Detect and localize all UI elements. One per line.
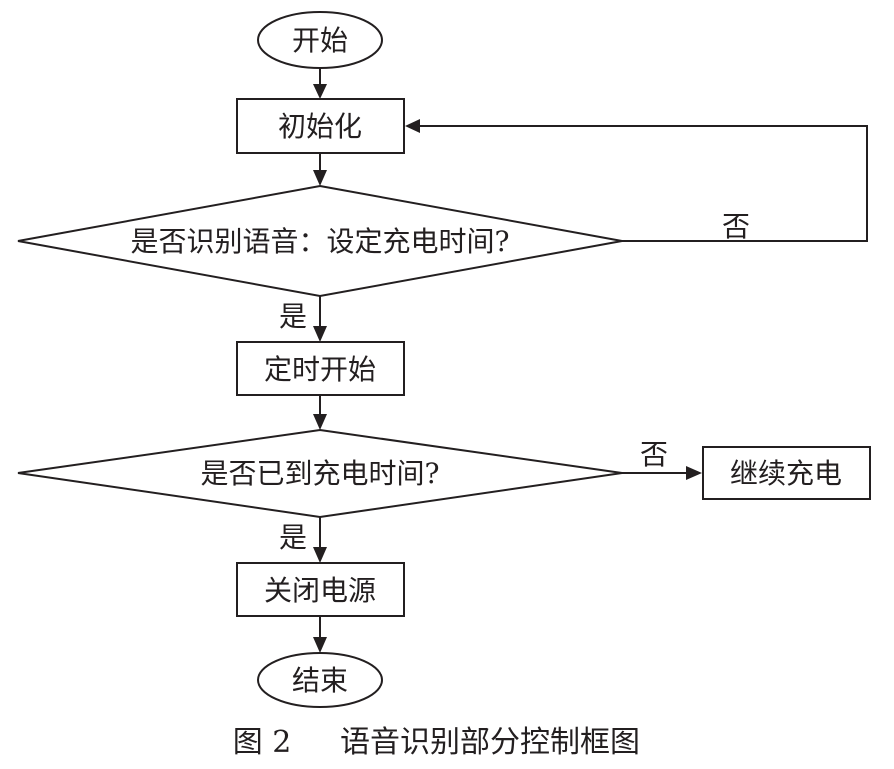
start-label: 开始 (292, 24, 348, 57)
decision1-yes-label: 是 (279, 300, 307, 333)
arrow-decision2-continue (686, 466, 702, 480)
decision-voice-recognition: 是否识别语音：设定充电时间? (17, 184, 623, 298)
decision-charge-time-label: 是否已到充电时间? (200, 457, 439, 490)
arrow-decision2-poweroff (313, 547, 327, 563)
decision-voice-recognition-label: 是否识别语音：设定充电时间? (130, 225, 509, 258)
power-off-process: 关闭电源 (236, 562, 405, 617)
arrow-loop-init (405, 119, 420, 133)
start-terminator: 开始 (257, 11, 383, 69)
init-process: 初始化 (236, 98, 405, 154)
end-terminator: 结束 (257, 652, 383, 708)
power-off-label: 关闭电源 (264, 574, 376, 607)
continue-charge-label: 继续充电 (730, 457, 842, 490)
timer-start-process: 定时开始 (236, 341, 405, 396)
arrow-timer-decision2 (313, 414, 327, 430)
arrow-init-decision1 (313, 170, 327, 186)
decision2-yes-label: 是 (279, 521, 307, 554)
decision-charge-time: 是否已到充电时间? (17, 428, 623, 519)
end-label: 结束 (292, 664, 348, 697)
init-label: 初始化 (278, 110, 362, 143)
timer-start-label: 定时开始 (264, 353, 376, 386)
arrow-poweroff-end (313, 637, 327, 653)
arrow-start-init (313, 84, 327, 99)
decision1-no-label: 否 (722, 210, 750, 243)
figure-caption-number: 图 2 (233, 725, 292, 760)
decision2-no-label: 否 (640, 438, 668, 471)
figure-caption-title: 语音识别部分控制框图 (340, 725, 640, 760)
edge-decision1-no-loop (420, 125, 868, 242)
arrow-decision1-timer (313, 326, 327, 342)
continue-charge-process: 继续充电 (702, 446, 871, 500)
